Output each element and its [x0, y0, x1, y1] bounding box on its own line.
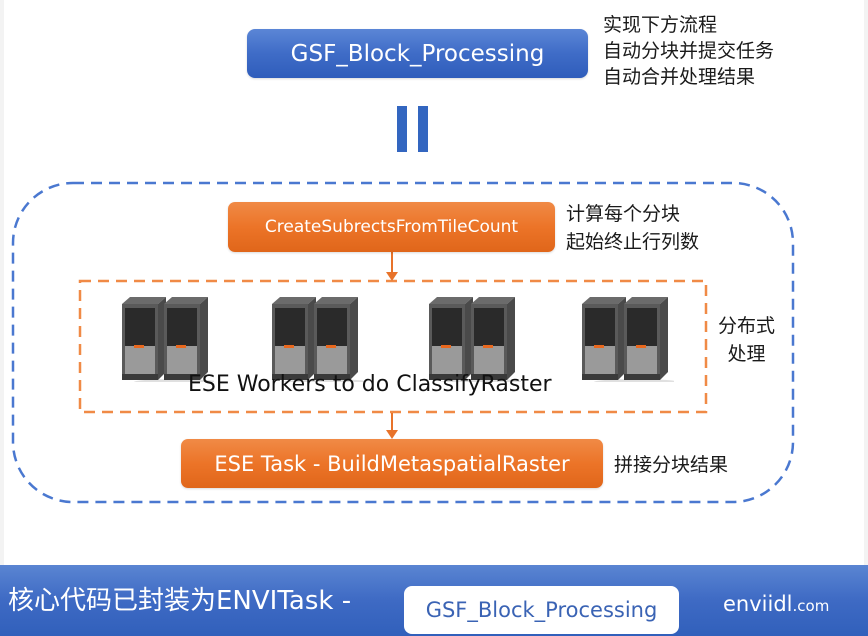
left-margin: [0, 0, 4, 565]
note-line: 实现下方流程: [603, 14, 718, 36]
server-rack-icon: [429, 297, 521, 382]
right-margin: [864, 0, 868, 565]
build-metaspatial-notes: 拼接分块结果: [614, 452, 728, 478]
arrow-down-icon: [386, 413, 398, 439]
build-metaspatial-label: ESE Task - BuildMetaspatialRaster: [214, 451, 570, 476]
note-line: 拼接分块结果: [614, 454, 729, 476]
server-rack-icon: [582, 297, 674, 382]
flow-frames: [11, 181, 795, 504]
create-subrects-notes: 计算每个分块起始终止行列数: [566, 200, 699, 256]
main-task-notes: 实现下方流程自动分块并提交任务自动合并处理结果: [603, 12, 774, 90]
main-task-box: GSF_Block_Processing: [247, 29, 588, 78]
create-subrects-label: CreateSubrectsFromTileCount: [264, 217, 519, 237]
outer-dashed-frame: [11, 181, 795, 504]
distributed-notes: 分布式处理: [718, 312, 775, 368]
footer-task-badge: GSF_Block_Processing: [404, 586, 679, 634]
arrow-down-icon: [386, 252, 398, 281]
workers-label: ESE Workers to do ClassifyRaster: [188, 372, 552, 397]
note-line: 分布式: [718, 315, 776, 337]
note-line: 自动分块并提交任务: [603, 40, 775, 62]
note-line: 起始终止行列数: [566, 231, 700, 253]
site-main: enviidl: [723, 592, 793, 616]
footer-banner: 核心代码已封装为ENVITask - GSF_Block_Processing …: [0, 565, 868, 636]
server-rack-icon: [122, 297, 214, 382]
note-line: 处理: [727, 343, 766, 365]
build-metaspatial-box: ESE Task - BuildMetaspatialRaster: [181, 439, 603, 488]
main-task-label: GSF_Block_Processing: [290, 40, 545, 67]
note-line: 计算每个分块: [566, 203, 681, 225]
footer-text: 核心代码已封装为ENVITask -: [8, 586, 352, 616]
site-suffix: .com: [792, 597, 830, 615]
equals-icon: [397, 106, 433, 152]
footer-task-name: GSF_Block_Processing: [425, 598, 658, 622]
server-rack-icon: [272, 297, 364, 382]
workers-dashed-frame: [78, 279, 708, 414]
note-line: 自动合并处理结果: [603, 66, 756, 88]
footer-site: enviidl.com: [723, 592, 829, 616]
create-subrects-box: CreateSubrectsFromTileCount: [228, 202, 555, 252]
